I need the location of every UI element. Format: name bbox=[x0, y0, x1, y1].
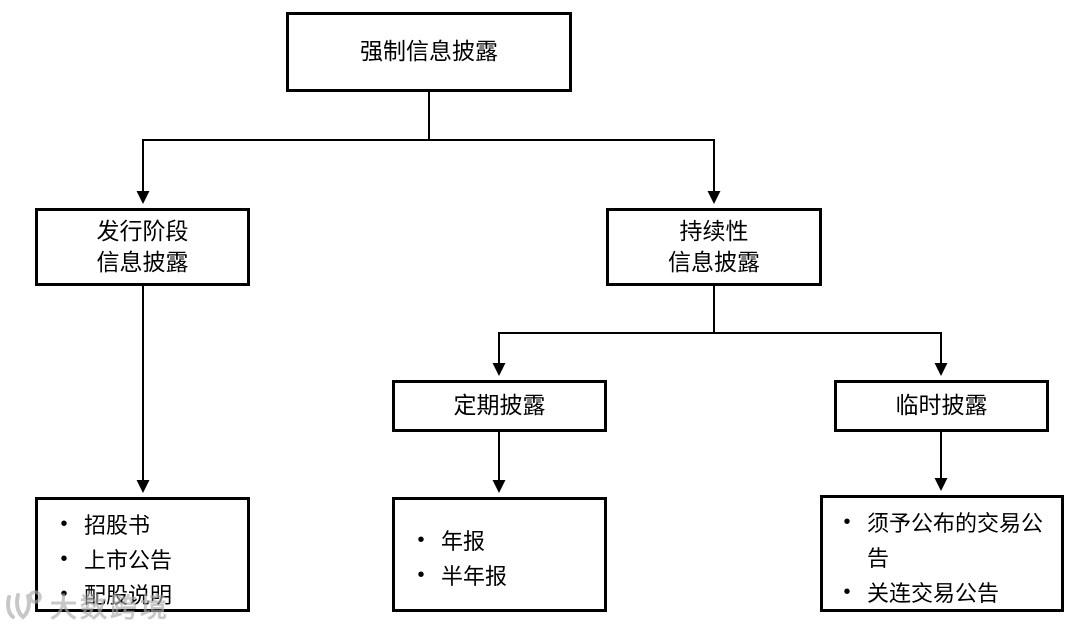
node-mandatory-disclosure-label: 强制信息披露 bbox=[360, 38, 498, 65]
periodic-doc-list: • 年报 • 半年报 bbox=[401, 524, 598, 594]
bullet-icon: • bbox=[417, 564, 425, 587]
watermark: 大数跨境 bbox=[4, 586, 170, 625]
issuance-doc-list: • 招股书 • 上市公告 • 配股说明 bbox=[44, 508, 241, 614]
node-periodic-label: 定期披露 bbox=[453, 392, 546, 419]
list-item-text: 招股书 bbox=[84, 513, 151, 538]
bullet-icon: • bbox=[60, 513, 68, 535]
leaf-adhoc-documents: • 须予公布的交易公告 • 关连交易公告 bbox=[820, 495, 1064, 612]
watermark-logo-icon bbox=[6, 589, 42, 620]
list-item: • 关连交易公告 bbox=[827, 576, 1057, 611]
node-mandatory-disclosure: 强制信息披露 bbox=[286, 12, 572, 92]
leaf-issuance-documents: • 招股书 • 上市公告 • 配股说明 bbox=[35, 497, 250, 612]
node-adhoc-label: 临时披露 bbox=[895, 392, 988, 419]
node-issuance-label-line1: 发行阶段 bbox=[96, 217, 189, 244]
list-item-text: 上市公告 bbox=[84, 548, 173, 574]
adhoc-doc-list: • 须予公布的交易公告 • 关连交易公告 bbox=[827, 506, 1057, 612]
bullet-icon: • bbox=[60, 583, 68, 606]
list-item: • 上市公告 bbox=[44, 543, 241, 578]
leaf-periodic-documents: • 年报 • 半年报 bbox=[392, 497, 607, 612]
list-item: • 招股书 bbox=[44, 508, 241, 543]
node-continuous-disclosure: 持续性 信息披露 bbox=[606, 208, 822, 286]
list-item-text: 半年报 bbox=[441, 564, 508, 590]
node-issuance-label-line2: 信息披露 bbox=[96, 249, 189, 275]
list-item: • 年报 bbox=[401, 524, 598, 559]
bullet-icon: • bbox=[843, 511, 851, 533]
list-item-text: 年报 bbox=[441, 529, 486, 554]
list-item-text: 须予公布的交易公告 bbox=[867, 511, 1044, 572]
node-periodic-disclosure: 定期披露 bbox=[392, 380, 607, 432]
node-issuance-stage-disclosure: 发行阶段 信息披露 bbox=[35, 208, 250, 286]
list-item: • 须予公布的交易公告 bbox=[827, 506, 1057, 576]
bullet-icon: • bbox=[843, 581, 851, 604]
node-continuous-label-line1: 持续性 bbox=[679, 217, 749, 244]
bullet-icon: • bbox=[60, 548, 68, 571]
list-item: • 半年报 bbox=[401, 559, 598, 594]
list-item-text: 配股说明 bbox=[84, 583, 173, 609]
watermark-text: 大数跨境 bbox=[50, 593, 170, 623]
bullet-icon: • bbox=[417, 529, 425, 551]
node-continuous-label-line2: 信息披露 bbox=[668, 249, 760, 275]
list-item-text: 关连交易公告 bbox=[867, 581, 1000, 607]
list-item: • 配股说明 bbox=[44, 578, 241, 613]
node-adhoc-disclosure: 临时披露 bbox=[834, 380, 1049, 432]
